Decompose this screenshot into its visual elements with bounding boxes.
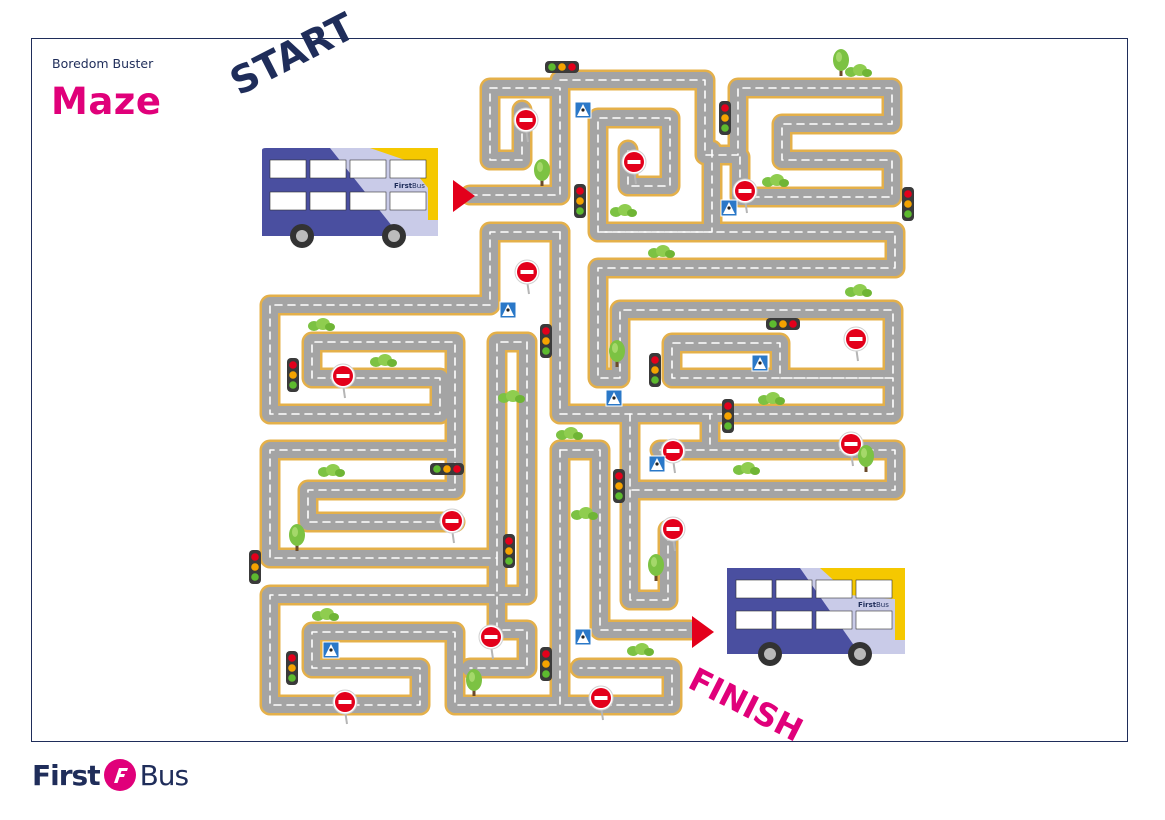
traffic-light-icon — [649, 353, 661, 387]
finish-bus-logo-bus-text: Bus — [876, 601, 889, 609]
bush-icon — [610, 204, 637, 217]
logo-bus-text: Bus — [139, 758, 190, 792]
bush-icon — [318, 464, 345, 477]
finish-bus-logo-text: First — [858, 601, 877, 609]
traffic-light-icon — [613, 469, 625, 503]
pedestrian-crossing-sign-icon — [574, 628, 592, 646]
pedestrian-crossing-sign-icon — [751, 354, 769, 372]
traffic-light-icon — [766, 318, 800, 330]
pedestrian-crossing-sign-icon — [605, 389, 623, 407]
bush-icon — [627, 643, 654, 656]
bush-icon — [556, 427, 583, 440]
start-arrow-icon — [453, 180, 475, 212]
bush-icon — [312, 608, 339, 621]
start-bus-icon — [262, 148, 438, 248]
traffic-light-icon — [574, 184, 586, 218]
no-entry-sign-icon — [332, 689, 358, 725]
finish-arrow-icon — [692, 616, 714, 648]
traffic-light-icon — [902, 187, 914, 221]
bush-icon — [308, 318, 335, 331]
start-bus-logo-text: First — [394, 182, 413, 190]
bush-icon — [648, 245, 675, 258]
no-entry-sign-icon — [330, 363, 356, 399]
bush-icon — [762, 174, 789, 187]
bush-icon — [845, 284, 872, 297]
bush-icon — [370, 354, 397, 367]
traffic-light-icon — [286, 651, 298, 685]
first-f-logo-icon — [103, 759, 136, 791]
tree-icon — [534, 159, 550, 186]
page-title: Maze — [51, 80, 162, 123]
pedestrian-crossing-sign-icon — [574, 101, 592, 119]
traffic-light-icon — [249, 550, 261, 584]
pedestrian-crossing-sign-icon — [499, 301, 517, 319]
traffic-light-icon — [430, 463, 464, 475]
traffic-light-icon — [719, 101, 731, 135]
bush-icon — [733, 462, 760, 475]
tree-icon — [858, 445, 874, 472]
traffic-light-icon — [287, 358, 299, 392]
pedestrian-crossing-sign-icon — [322, 641, 340, 659]
no-entry-sign-icon — [478, 624, 504, 660]
bush-icon — [758, 392, 785, 405]
pedestrian-crossing-sign-icon — [720, 199, 738, 217]
no-entry-sign-icon — [843, 326, 869, 362]
traffic-light-icon — [540, 324, 552, 358]
traffic-light-icon — [545, 61, 579, 73]
traffic-light-icon — [503, 534, 515, 568]
maze-frame — [31, 38, 1128, 742]
tree-icon — [289, 524, 305, 551]
no-entry-sign-icon — [514, 259, 540, 295]
pedestrian-crossing-sign-icon — [648, 455, 666, 473]
start-bus-logo-bus-text: Bus — [412, 182, 425, 190]
road-center-lines — [269, 79, 896, 706]
tree-icon — [466, 669, 482, 696]
bush-icon — [845, 64, 872, 77]
traffic-light-icon — [540, 647, 552, 681]
finish-bus-icon — [727, 568, 905, 666]
page-subtitle: Boredom Buster — [52, 56, 154, 71]
first-bus-logo: First Bus — [32, 758, 190, 792]
traffic-light-icon — [722, 399, 734, 433]
no-entry-sign-icon — [439, 508, 465, 544]
logo-first-text: First — [32, 758, 101, 792]
